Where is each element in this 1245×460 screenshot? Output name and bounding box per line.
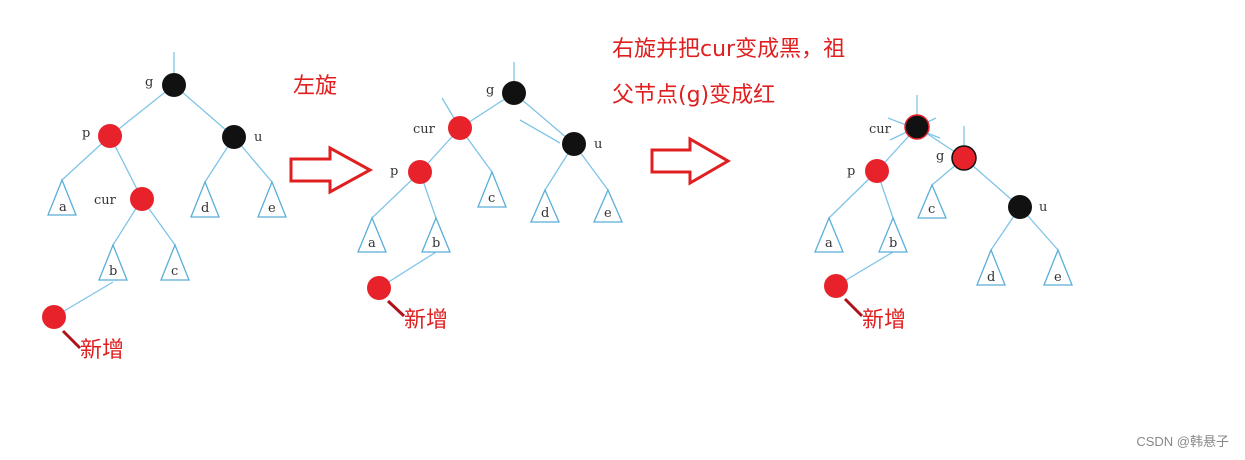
- subtree-e: [257, 180, 287, 218]
- subtree-d: [976, 248, 1006, 286]
- node-g: [502, 81, 526, 105]
- subtree-label-e: e: [1054, 270, 1062, 285]
- subtree-label-e: e: [268, 201, 276, 216]
- node-label-cur: cur: [413, 122, 436, 137]
- node-new: [42, 305, 66, 329]
- subtree-b: [98, 243, 128, 281]
- node-p: [865, 159, 889, 183]
- watermark-text: CSDN @韩悬子: [1136, 434, 1229, 449]
- node-g: [951, 145, 977, 171]
- subtree-label-a: a: [368, 236, 376, 251]
- subtree-label-c: c: [488, 191, 495, 206]
- subtree-b: [421, 216, 451, 253]
- subtree-b: [878, 216, 908, 253]
- new-node-label: 新增: [862, 308, 906, 333]
- tree-initial-edges: [53, 52, 273, 318]
- arrow-right-icon: [289, 145, 374, 195]
- node-label-cur: cur: [869, 122, 892, 137]
- subtree-label-d: d: [987, 270, 995, 285]
- node-label-p: p: [390, 164, 398, 179]
- caption-right-rotate-line1: 右旋并把cur变成黑，祖: [612, 37, 845, 62]
- subtree-d: [190, 180, 220, 218]
- node-cur: [448, 116, 472, 140]
- subtree-a: [47, 178, 77, 216]
- subtree-label-c: c: [928, 202, 935, 217]
- new-node-pointer: [386, 299, 406, 318]
- subtree-label-d: d: [201, 201, 209, 216]
- caption-right-rotate-line2: 父节点(g)变成红: [612, 83, 775, 108]
- subtree-c: [477, 170, 507, 208]
- subtree-label-b: b: [109, 264, 117, 279]
- node-new: [367, 276, 391, 300]
- new-node-label: 新增: [404, 308, 448, 333]
- node-label-p: p: [82, 126, 90, 141]
- new-node-pointer: [843, 297, 864, 318]
- node-label-u: u: [254, 130, 262, 145]
- subtree-label-a: a: [825, 236, 833, 251]
- node-label-cur: cur: [94, 193, 117, 208]
- subtree-a: [814, 216, 844, 253]
- node-label-p: p: [847, 164, 855, 179]
- subtree-label-b: b: [432, 236, 440, 251]
- tree-after-right-rotate: a b c d e cur g p u 新增: [814, 95, 1073, 333]
- tree-after-left-rotate: a b c d e g cur p u 新增: [357, 62, 623, 333]
- node-p: [98, 124, 122, 148]
- subtree-label-e: e: [604, 206, 612, 221]
- node-g: [162, 73, 186, 97]
- subtree-label-c: c: [171, 264, 178, 279]
- subtree-label-b: b: [889, 236, 897, 251]
- new-node-pointer: [61, 329, 82, 350]
- subtree-e: [593, 188, 623, 223]
- node-label-u: u: [1039, 200, 1047, 215]
- subtree-d: [530, 188, 560, 223]
- node-p: [408, 160, 432, 184]
- subtree-a: [357, 216, 387, 253]
- node-new: [824, 274, 848, 298]
- subtree-c: [160, 243, 190, 281]
- subtree-e: [1043, 248, 1073, 286]
- caption-left-rotate: 左旋: [293, 74, 337, 99]
- node-cur: [904, 114, 930, 140]
- node-u: [1008, 195, 1032, 219]
- node-label-u: u: [594, 137, 602, 152]
- subtree-label-d: d: [541, 206, 549, 221]
- node-label-g: g: [936, 149, 944, 164]
- node-u: [222, 125, 246, 149]
- node-label-g: g: [486, 83, 494, 98]
- tree-initial: a b c d e g p u cur 新增: [42, 52, 287, 363]
- arrow-right-icon: [650, 136, 731, 186]
- node-label-g: g: [145, 75, 153, 90]
- tree-3-edges: [828, 95, 1059, 287]
- node-u: [562, 132, 586, 156]
- new-node-label: 新增: [80, 338, 124, 363]
- node-cur: [130, 187, 154, 211]
- subtree-c: [917, 183, 947, 219]
- subtree-label-a: a: [59, 200, 67, 215]
